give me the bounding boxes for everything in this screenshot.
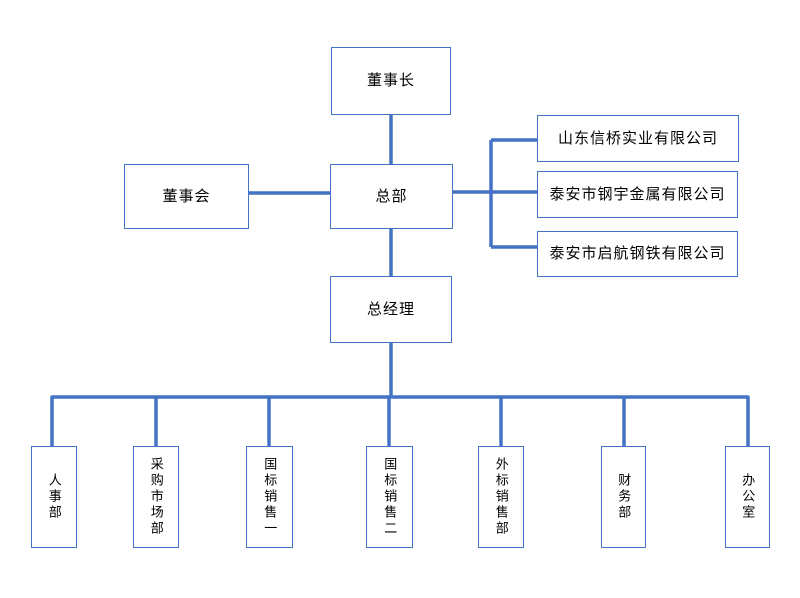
node-dept-office: 办公室 (725, 446, 770, 548)
node-chairman: 董事长 (331, 47, 451, 115)
node-subsidiary-taian-qihang: 泰安市启航钢铁有限公司 (537, 231, 738, 277)
node-dept-finance: 财务部 (601, 446, 646, 548)
node-board: 董事会 (124, 164, 249, 229)
node-dept-external-sales: 外标销售部 (478, 446, 524, 548)
node-subsidiary-shandong-xinqiao: 山东信桥实业有限公司 (537, 115, 739, 162)
node-dept-hr: 人事部 (31, 446, 77, 548)
node-dept-national-sales-2: 国标销售二 (366, 446, 413, 548)
node-subsidiary-taian-gangyu: 泰安市钢宇金属有限公司 (537, 171, 738, 218)
connector-department-bus (50, 395, 750, 446)
node-dept-purchasing-market: 采购市场部 (133, 446, 179, 548)
node-headquarters: 总部 (330, 164, 453, 229)
node-general-manager: 总经理 (330, 276, 452, 343)
node-dept-national-sales-1: 国标销售一 (246, 446, 293, 548)
